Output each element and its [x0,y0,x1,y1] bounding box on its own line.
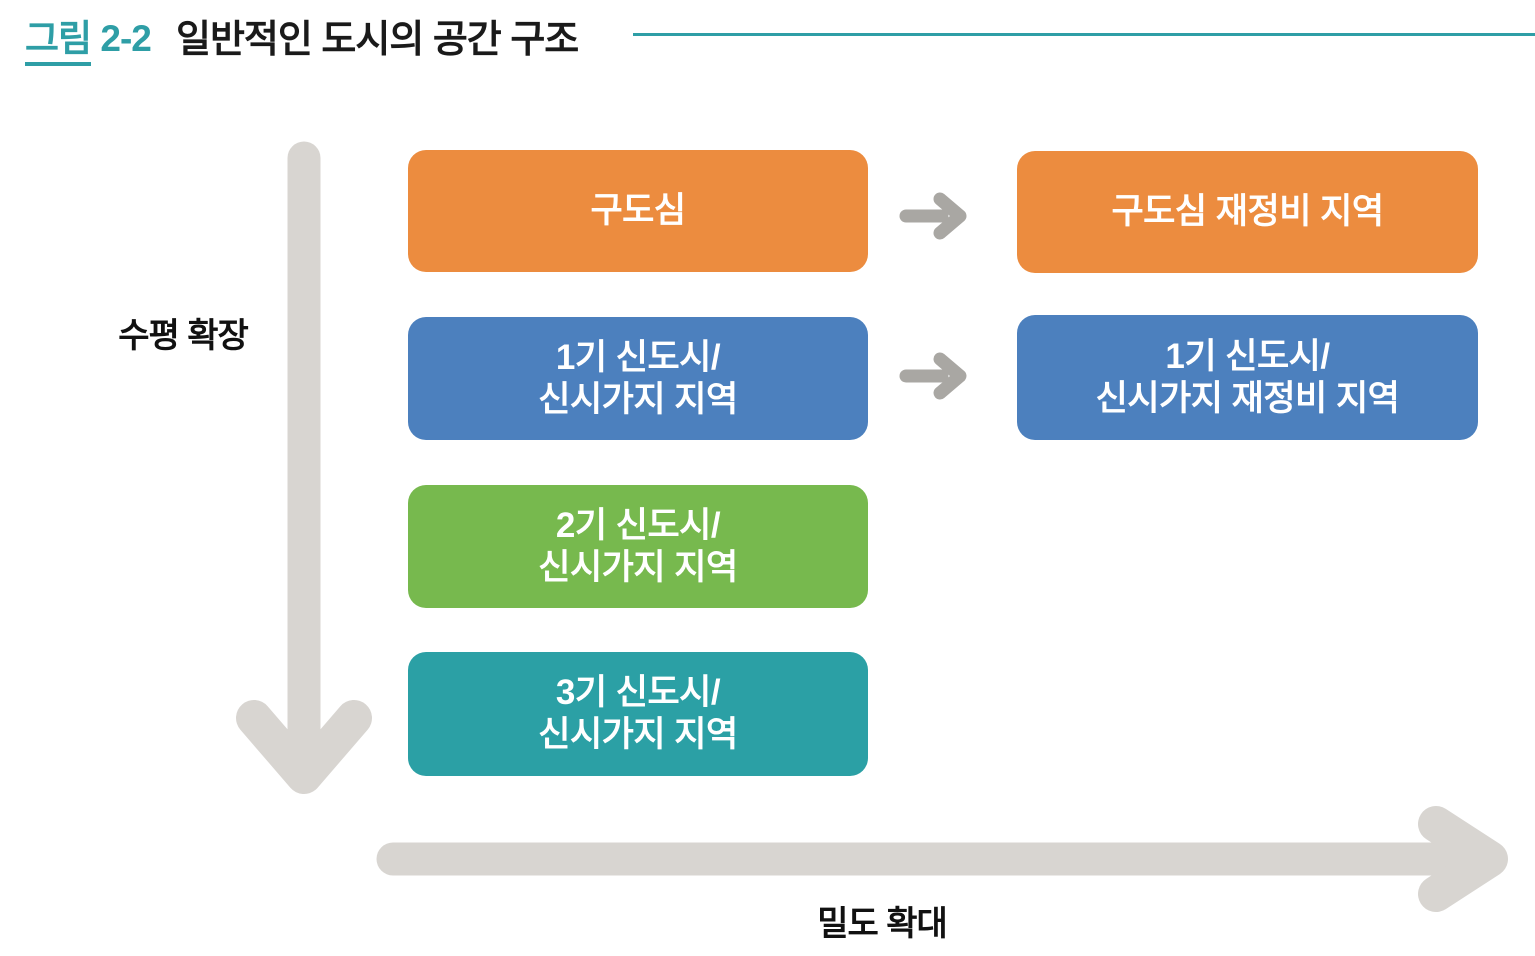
node-label-line: 신시가지 재정비 지역 [1095,378,1400,418]
node-label-line: 3기 신도시/ [555,673,721,712]
node-new-town-1: 1기 신도시/ 신시가지 지역 [408,317,868,440]
node-old-city-center: 구도심 [408,150,868,272]
node-label-line: 신시가지 지역 [538,715,738,754]
title-rule [633,33,1535,36]
node-label-line: 구도심 재정비 지역 [1111,192,1384,231]
right-arrow-icon [899,352,967,400]
right-arrow-icon [376,806,1508,912]
node-label-line: 신시가지 지역 [538,547,738,587]
node-label-line: 1기 신도시/ [1165,336,1330,376]
vertical-axis-label: 수평 확장 [118,317,249,355]
horizontal-axis-label: 밀도 확대 [817,905,948,943]
node-new-town-1-redevelopment: 1기 신도시/ 신시가지 재정비 지역 [1017,315,1478,440]
figure-title: 일반적인 도시의 공간 구조 [176,19,579,61]
node-label-line: 신시가지 지역 [538,379,738,419]
node-label-line: 구도심 [590,191,686,230]
node-label-line: 1기 신도시/ [555,337,721,377]
figure-label-word: 그림 [25,18,92,66]
node-old-city-center-redevelopment: 구도심 재정비 지역 [1017,151,1478,273]
node-label-line: 2기 신도시/ [555,505,721,545]
down-arrow-icon [236,141,372,794]
node-new-town-3: 3기 신도시/ 신시가지 지역 [408,652,868,776]
figure-label-number: 2-2 [100,18,151,59]
node-new-town-2: 2기 신도시/ 신시가지 지역 [408,485,868,608]
right-arrow-icon [899,192,967,240]
figure-label: 그림 2-2 [25,8,152,66]
